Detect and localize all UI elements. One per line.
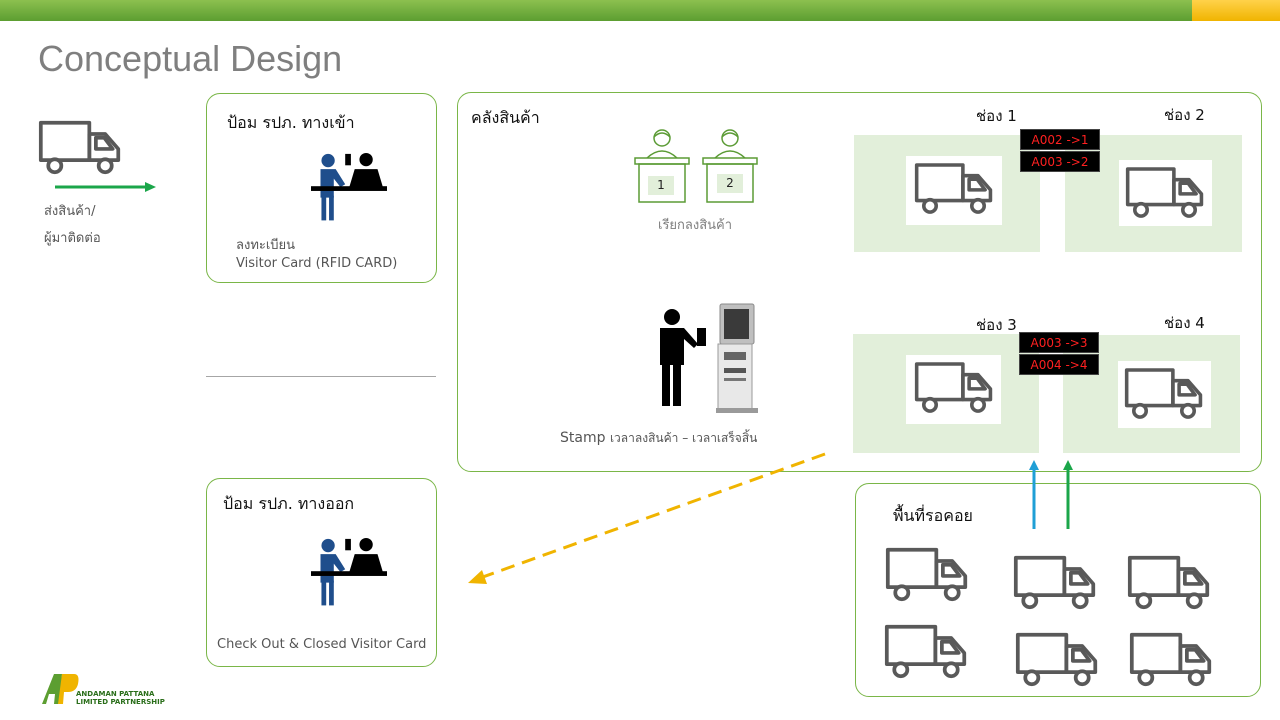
warehouse-title: คลังสินค้า xyxy=(471,108,540,127)
logo-text-2: LIMITED PARTNERSHIP xyxy=(76,698,165,706)
counter-caption: เรียกลงสินค้า xyxy=(658,218,733,233)
arrival-truck-icon xyxy=(36,120,124,176)
queue-display-row: A002 ->1 xyxy=(1020,129,1100,150)
stamp-detail: เวลาลงสินค้า – เวลาเสร็จสิ้น xyxy=(609,431,758,445)
waiting-area-title: พื้นที่รอคอย xyxy=(893,506,973,525)
waiting-truck-icon xyxy=(1011,555,1099,611)
top-accent-bar-yellow xyxy=(1192,0,1280,21)
bay-truck-card xyxy=(906,355,1001,424)
page-title: Conceptual Design xyxy=(38,38,343,79)
bay-truck-card xyxy=(906,156,1002,225)
counter-number-2: 2 xyxy=(717,174,743,193)
truck-icon xyxy=(1125,166,1205,220)
stamp-label: Stamp xyxy=(560,430,606,446)
waiting-truck-icon xyxy=(882,624,970,680)
security-guard-icon xyxy=(309,152,389,228)
exit-flow-arrow xyxy=(468,452,826,584)
logo-text-1: ANDAMAN PATTANA xyxy=(76,690,155,698)
bay-label-3: ช่อง 3 xyxy=(976,316,1017,334)
queue-display-row: A003 ->3 xyxy=(1019,332,1099,353)
arrow-up-blue xyxy=(1029,460,1039,529)
bay-label-2: ช่อง 2 xyxy=(1164,106,1205,124)
entry-arrow xyxy=(55,182,156,192)
queue-display-row: A004 ->4 xyxy=(1019,354,1099,375)
person-with-card-icon xyxy=(660,309,706,406)
waiting-truck-icon xyxy=(1125,555,1213,611)
top-accent-bar-green xyxy=(0,0,1192,21)
entry-gate-note-1: ลงทะเบียน xyxy=(236,238,296,253)
section-divider xyxy=(206,376,436,377)
stamp-caption: Stamp เวลาลงสินค้า – เวลาเสร็จสิ้น xyxy=(560,429,757,448)
exit-gate-note: Check Out & Closed Visitor Card xyxy=(217,637,427,652)
company-logo xyxy=(42,674,79,704)
arrival-label-2: ผู้มาติดต่อ xyxy=(44,231,101,246)
waiting-truck-icon xyxy=(1013,632,1101,688)
kiosk-icon xyxy=(716,303,758,413)
counter-number-1: 1 xyxy=(648,176,674,195)
entry-gate-box: ป้อม รปภ. ทางเข้า ลงทะเบียน Visitor Card… xyxy=(206,93,437,283)
bay-truck-card xyxy=(1119,160,1212,226)
exit-gate-box: ป้อม รปภ. ทางออก Check Out & Closed Visi… xyxy=(206,478,437,667)
arrow-up-green xyxy=(1063,460,1073,529)
exit-gate-title: ป้อม รปภ. ทางออก xyxy=(223,494,355,513)
truck-icon xyxy=(1124,367,1204,421)
security-guard-icon xyxy=(309,537,389,613)
truck-icon xyxy=(914,162,994,216)
waiting-truck-icon xyxy=(1127,632,1215,688)
bay-truck-card xyxy=(1118,361,1211,428)
entry-gate-title: ป้อม รปภ. ทางเข้า xyxy=(227,113,355,132)
entry-gate-note-2: Visitor Card (RFID CARD) xyxy=(236,256,398,271)
bay-label-1: ช่อง 1 xyxy=(976,107,1017,125)
bay-label-4: ช่อง 4 xyxy=(1164,314,1205,332)
waiting-truck-icon xyxy=(883,547,971,603)
arrival-label-1: ส่งสินค้า/ xyxy=(44,204,96,219)
queue-display-row: A003 ->2 xyxy=(1020,151,1100,172)
truck-icon xyxy=(914,361,994,415)
